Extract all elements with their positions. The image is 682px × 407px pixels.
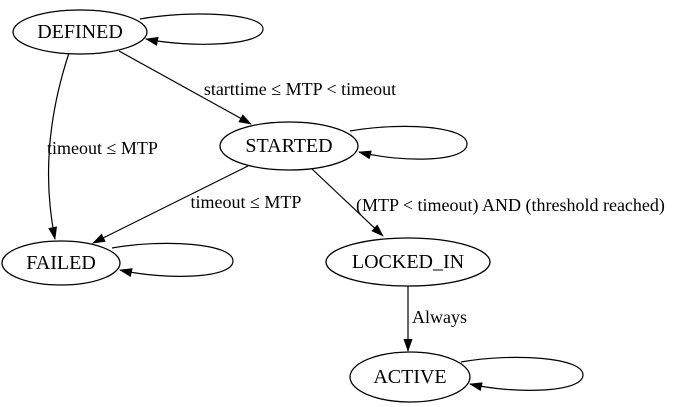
transition-label-defined-failed: timeout ≤ MTP (47, 138, 158, 158)
state-node-defined: DEFINED (12, 9, 148, 55)
self-loop-failed (111, 242, 234, 278)
state-label-active: ACTIVE (373, 366, 446, 388)
transition-started-to-locked-in (311, 168, 384, 237)
transition-label-started-failed: timeout ≤ MTP (191, 192, 302, 212)
state-ellipse-started (219, 121, 359, 171)
state-ellipse-failed (1, 240, 121, 286)
state-label-defined: DEFINED (37, 21, 123, 43)
state-ellipse-active (349, 351, 471, 403)
state-node-failed: FAILED (1, 240, 121, 286)
self-loop-defined (139, 13, 264, 46)
transition-label-locked-in-active: Always (412, 307, 467, 327)
transition-label-defined-started: starttime ≤ MTP < timeout (204, 79, 396, 99)
transition-started-to-failed (92, 165, 249, 244)
self-loop-active (460, 356, 584, 392)
state-ellipse-defined (12, 9, 148, 55)
transition-defined-to-started (118, 50, 252, 125)
transition-defined-to-failed (47, 52, 70, 240)
self-loop-started (349, 125, 468, 160)
state-label-locked-in: LOCKED_IN (352, 251, 464, 273)
state-node-started: STARTED (219, 121, 359, 171)
state-label-failed: FAILED (26, 252, 96, 274)
state-ellipse-locked-in (325, 237, 491, 287)
state-node-locked-in: LOCKED_IN (325, 237, 491, 287)
transition-label-started-locked-in: (MTP < timeout) AND (threshold reached) (356, 195, 665, 216)
state-label-started: STARTED (245, 135, 332, 157)
state-node-active: ACTIVE (349, 351, 471, 403)
